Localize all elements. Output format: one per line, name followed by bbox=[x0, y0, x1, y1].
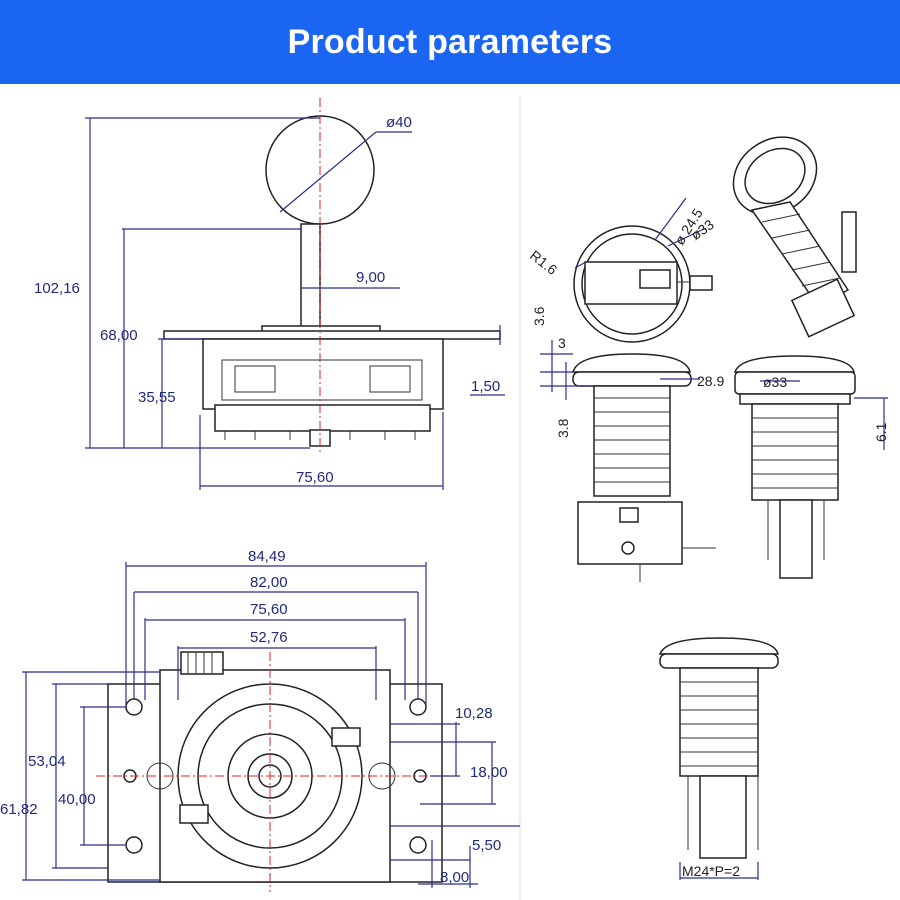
button-switch bbox=[790, 278, 856, 338]
button-dome bbox=[572, 353, 691, 373]
button-bezel-c bbox=[659, 653, 779, 669]
button-cap-face bbox=[744, 147, 806, 205]
slot-2-label: 18,00 bbox=[470, 764, 508, 781]
corner-radius-label: R1.6 bbox=[527, 247, 560, 278]
shaft-width-label: 9,00 bbox=[356, 269, 385, 286]
slot-3-label: 5,50 bbox=[472, 837, 501, 854]
button-thread-b bbox=[751, 403, 839, 501]
button-perspective-view bbox=[732, 136, 857, 338]
switch-tab bbox=[179, 804, 209, 824]
joystick-side-view: ø40 102,16 68,00 35,55 9,00 1,50 75,60 bbox=[34, 98, 505, 490]
dim-28-9-label: 28.9 bbox=[697, 373, 724, 389]
width-body-label: 75,60 bbox=[250, 601, 288, 618]
button-thread-body bbox=[750, 201, 850, 307]
switch-actuator bbox=[619, 507, 639, 523]
joystick-shaft bbox=[300, 223, 321, 331]
terminal-tab bbox=[689, 275, 713, 291]
button-cap bbox=[732, 136, 818, 216]
dim-3-6-label: 3.6 bbox=[531, 306, 547, 326]
button-flange-b bbox=[739, 393, 851, 405]
button-dome-c bbox=[658, 637, 779, 655]
width-inner-label: 52,76 bbox=[250, 629, 288, 646]
button-side-view-a: 3.6 3 3.8 28.9 bbox=[531, 306, 724, 582]
body-height-label: 35,55 bbox=[138, 389, 176, 406]
total-height-label: 102,16 bbox=[34, 280, 80, 297]
dim-3-8-label: 3.8 bbox=[555, 418, 571, 438]
joystick-housing bbox=[202, 338, 444, 410]
slot-1-label: 10,28 bbox=[455, 705, 493, 722]
body-width-label: 75,60 bbox=[296, 469, 334, 486]
height-holes-label: 40,00 bbox=[58, 791, 96, 808]
microswitch-right bbox=[369, 365, 411, 393]
button-switch-b bbox=[779, 499, 813, 579]
button-rim-inner bbox=[581, 233, 683, 335]
housing-inner bbox=[221, 359, 423, 401]
shaft-height-label: 68,00 bbox=[100, 327, 138, 344]
thread-spec-label: M24*P=2 bbox=[682, 863, 740, 879]
ball-diameter-label: ø40 bbox=[386, 114, 412, 131]
switch-tab bbox=[331, 727, 361, 747]
button-switch-c bbox=[699, 775, 747, 859]
joystick-top-view: 84,49 82,00 75,60 52,76 61,82 53,04 40,0… bbox=[0, 548, 520, 892]
dim-33-label: ø33 bbox=[763, 374, 787, 390]
button-dome-b bbox=[733, 355, 855, 373]
width-holes-label: 82,00 bbox=[250, 574, 288, 591]
width-outer-label: 84,49 bbox=[248, 548, 286, 565]
button-bezel-b bbox=[734, 371, 856, 395]
mounting-plate bbox=[163, 330, 501, 340]
slot-4-label: 8,00 bbox=[440, 869, 469, 886]
microswitch-left bbox=[234, 365, 276, 393]
button-side-view-c: M24*P=2 bbox=[658, 637, 779, 880]
page-title: Product parameters bbox=[287, 22, 613, 61]
shaft-top bbox=[258, 764, 282, 788]
header-banner: Product parameters bbox=[0, 0, 900, 84]
switch-rivet bbox=[621, 541, 635, 555]
switch-block bbox=[214, 404, 431, 432]
button-latch bbox=[841, 211, 857, 273]
mount-hole bbox=[409, 836, 427, 854]
height-outer-label: 61,82 bbox=[0, 801, 38, 818]
dim-6-1-label: 6.1 bbox=[873, 422, 889, 442]
button-top-view: ø 24.5 ø33 R1.6 bbox=[527, 197, 717, 343]
dim-3-label: 3 bbox=[558, 335, 566, 351]
button-side-view-b: ø33 6.1 bbox=[733, 355, 889, 579]
button-thread-c bbox=[679, 667, 759, 777]
connector-block bbox=[180, 651, 224, 675]
plate-thickness-label: 1,50 bbox=[471, 378, 500, 395]
switch-terminal bbox=[639, 269, 671, 289]
height-body-label: 53,04 bbox=[28, 753, 66, 770]
button-thread bbox=[593, 385, 671, 497]
